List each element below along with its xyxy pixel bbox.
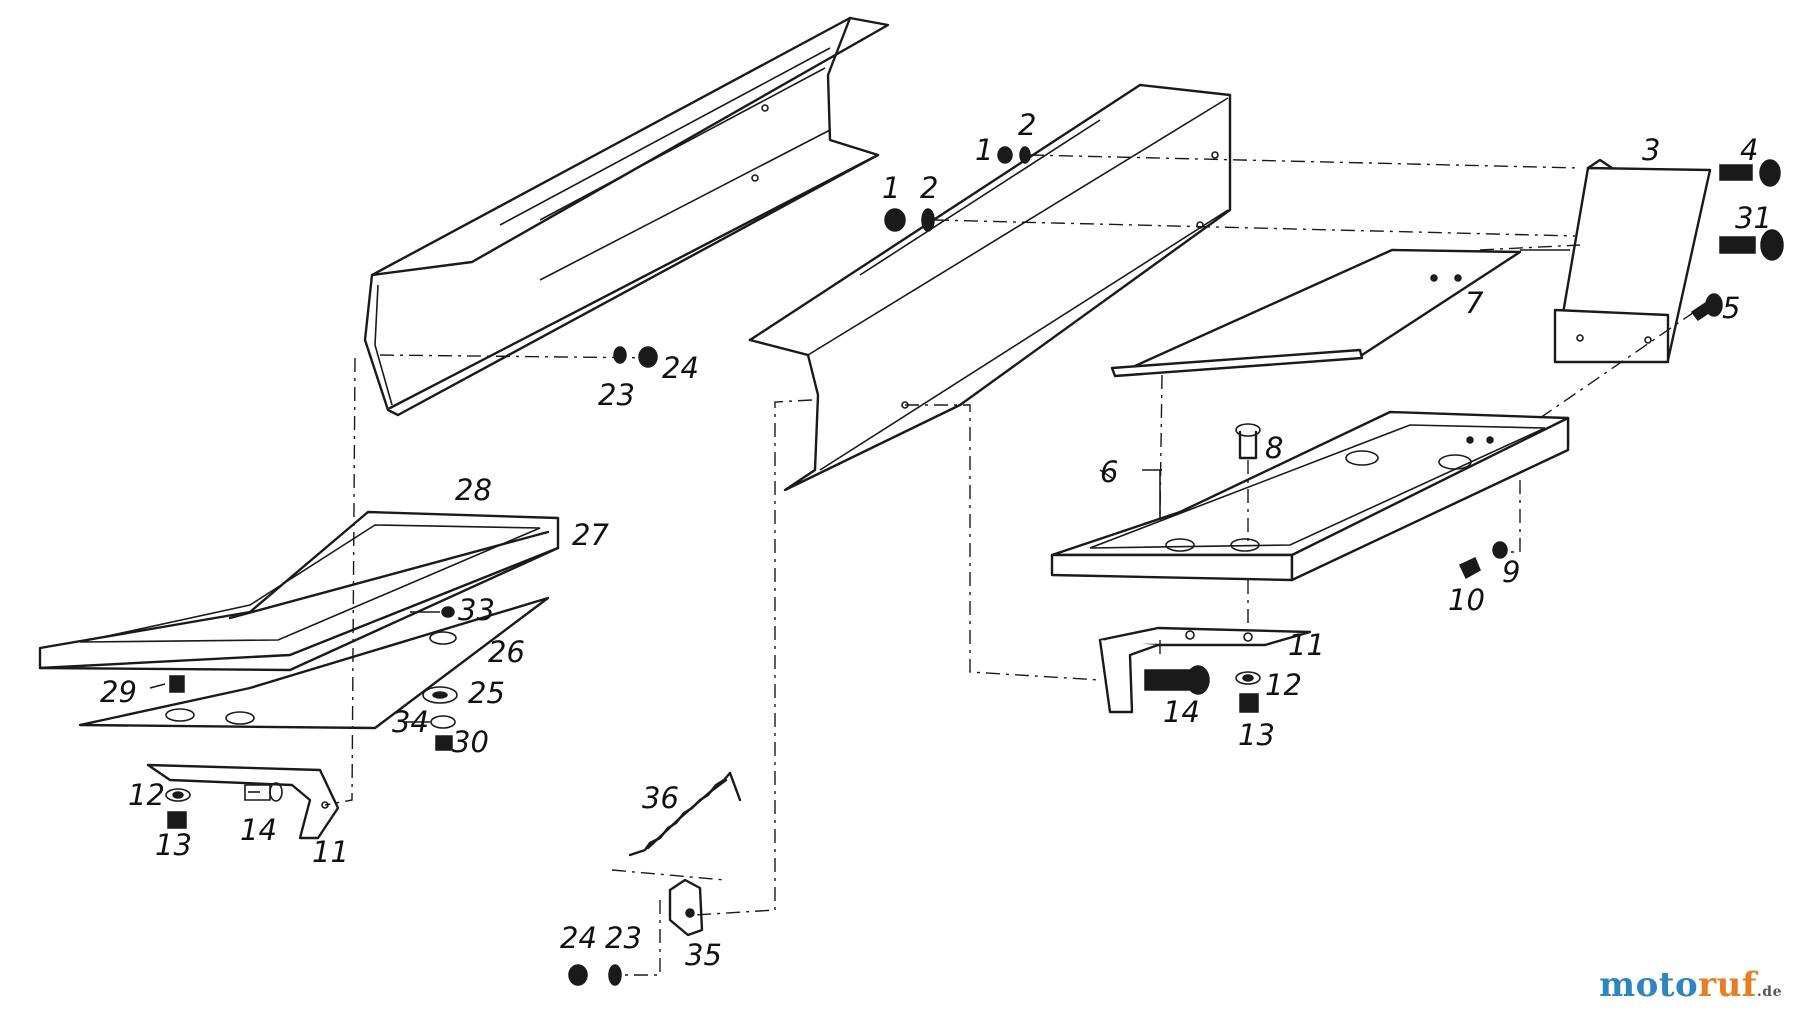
washer-25 bbox=[422, 686, 458, 704]
nut-13-right bbox=[1239, 693, 1259, 713]
label-5: 5 bbox=[1722, 291, 1740, 325]
label-33: 33 bbox=[458, 593, 495, 627]
left-cover-plate bbox=[78, 596, 550, 730]
label-8: 8 bbox=[1265, 431, 1283, 465]
washer-23-bottom bbox=[608, 964, 622, 986]
right-angle-bracket bbox=[1098, 626, 1312, 714]
right-foot-plate bbox=[1050, 410, 1570, 582]
nut-24-bottom bbox=[568, 964, 588, 986]
label-23b: 23 bbox=[605, 921, 642, 955]
label-14r: 14 bbox=[1163, 695, 1200, 729]
clip-35 bbox=[668, 878, 704, 937]
washer-12-right bbox=[1235, 671, 1261, 685]
label-2a: 2 bbox=[1018, 108, 1036, 142]
screw-33 bbox=[429, 606, 457, 645]
label-26: 26 bbox=[488, 635, 525, 669]
washer-9 bbox=[1492, 541, 1508, 559]
right-bracket bbox=[1553, 158, 1712, 364]
label-6: 6 bbox=[1100, 455, 1118, 489]
label-31: 31 bbox=[1735, 201, 1772, 235]
label-35: 35 bbox=[685, 938, 722, 972]
right-cover-plate bbox=[1110, 248, 1522, 378]
label-11r: 11 bbox=[1288, 628, 1325, 662]
label-2b: 2 bbox=[920, 171, 938, 205]
nut-1-upper bbox=[997, 146, 1013, 164]
label-12r: 12 bbox=[1265, 668, 1302, 702]
bolt-4 bbox=[1719, 159, 1781, 187]
label-13r: 13 bbox=[1238, 718, 1275, 752]
screw-5 bbox=[1690, 293, 1723, 322]
label-28: 28 bbox=[455, 473, 492, 507]
label-34: 34 bbox=[392, 705, 429, 739]
label-36: 36 bbox=[642, 781, 679, 815]
left-foot-plate bbox=[38, 510, 560, 672]
left-channel-rail bbox=[363, 16, 890, 417]
label-23a: 23 bbox=[598, 378, 635, 412]
label-1b: 1 bbox=[882, 171, 900, 205]
nut-24-middle bbox=[638, 346, 658, 368]
nut-1-lower bbox=[884, 208, 906, 232]
washer-34 bbox=[430, 715, 456, 729]
bolt-31 bbox=[1719, 229, 1784, 261]
label-27: 27 bbox=[572, 518, 609, 552]
washer-12-left bbox=[165, 788, 191, 802]
middle-channel-rail bbox=[748, 83, 1232, 492]
label-29: 29 bbox=[100, 675, 137, 709]
screw-29 bbox=[169, 675, 185, 693]
label-13l: 13 bbox=[155, 828, 192, 862]
label-1a: 1 bbox=[975, 133, 993, 167]
label-24b: 24 bbox=[560, 921, 597, 955]
nut-13-left bbox=[167, 811, 187, 829]
nut-30 bbox=[435, 735, 453, 751]
label-7: 7 bbox=[1465, 286, 1484, 320]
washer-23-middle bbox=[613, 346, 627, 364]
label-9: 9 bbox=[1502, 555, 1520, 589]
assembly-lines bbox=[149, 154, 1701, 976]
label-30: 30 bbox=[452, 725, 489, 759]
spring-36 bbox=[628, 771, 742, 857]
label-24a: 24 bbox=[662, 351, 699, 385]
washer-2-upper bbox=[1019, 146, 1031, 164]
label-10: 10 bbox=[1448, 583, 1485, 617]
carriage-bolt-8 bbox=[1235, 423, 1261, 460]
label-11l: 11 bbox=[312, 835, 349, 869]
watermark-logo: motoruf.de bbox=[1599, 965, 1782, 1005]
nut-10 bbox=[1459, 556, 1481, 580]
bolt-14-right bbox=[1144, 665, 1210, 695]
label-12l: 12 bbox=[128, 778, 165, 812]
washer-2-lower bbox=[921, 208, 935, 232]
bolt-14-left bbox=[244, 782, 283, 802]
part-number-labels: 1 2 1 2 3 4 31 5 7 6 8 9 10 11 12 13 14 … bbox=[100, 108, 1772, 972]
label-3: 3 bbox=[1642, 133, 1660, 167]
label-25: 25 bbox=[468, 676, 505, 710]
label-4: 4 bbox=[1740, 133, 1758, 167]
label-14l: 14 bbox=[240, 813, 277, 847]
